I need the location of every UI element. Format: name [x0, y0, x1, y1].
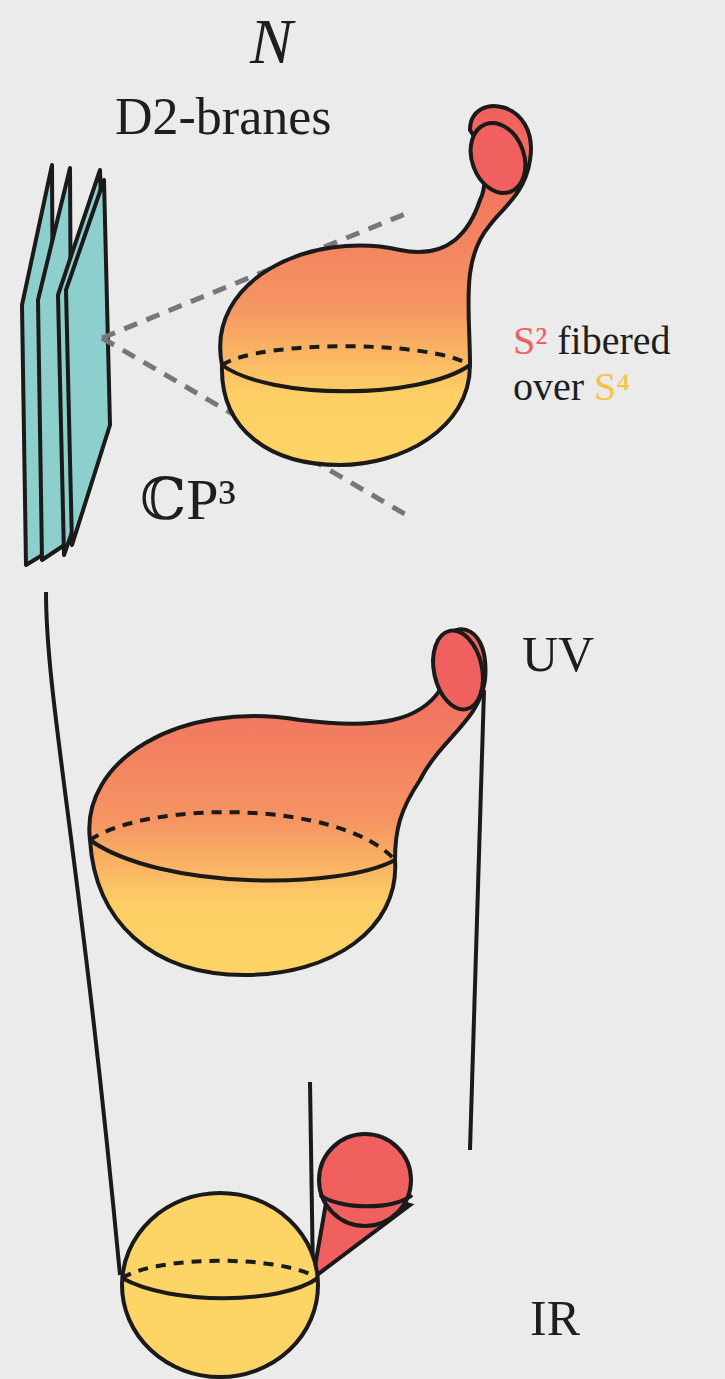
brane-count: N: [250, 8, 293, 75]
uv-pear: [89, 626, 489, 975]
d2-branes: [22, 165, 110, 565]
ir-label: IR: [530, 1292, 580, 1345]
uv-label: UV: [522, 628, 594, 681]
space-label: ℂP³: [140, 470, 236, 531]
upper-pear: [220, 106, 535, 465]
ir-geometry: [122, 1134, 412, 1377]
fibration-label: S² fibered over S⁴: [513, 318, 718, 410]
brane-label: D2-branes: [115, 90, 332, 145]
